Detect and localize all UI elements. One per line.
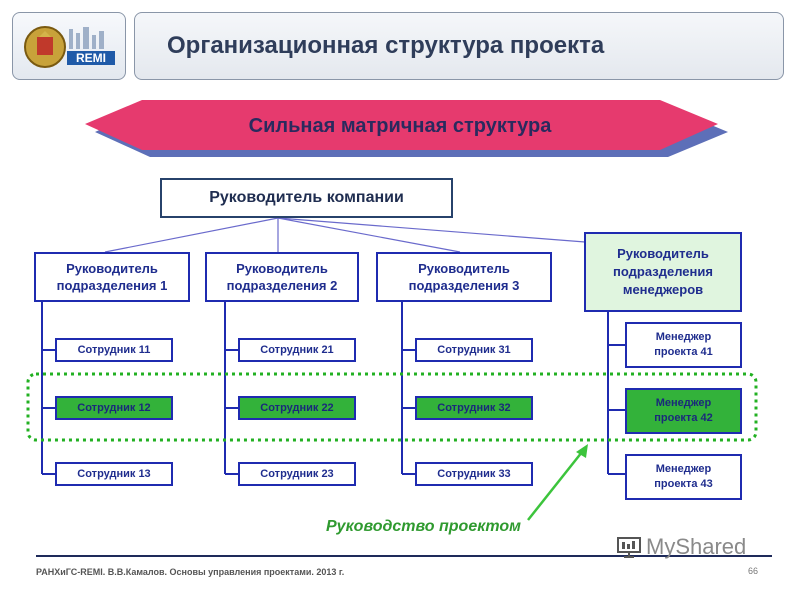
employee-21: Сотрудник 21 — [238, 338, 356, 362]
employee-33: Сотрудник 33 — [415, 462, 533, 486]
arrow-head-icon — [576, 444, 588, 458]
pm-42-line1: Менеджер — [655, 397, 712, 409]
dept-head-1-line1: Руководитель — [66, 261, 158, 276]
employee-22: Сотрудник 22 — [238, 396, 356, 420]
managers-dept-head: Руководитель подразделения менеджеров — [584, 232, 742, 312]
dept-head-3-line1: Руководитель — [418, 261, 510, 276]
company-head-label: Руководитель компании — [209, 189, 404, 206]
employee-31: Сотрудник 31 — [415, 338, 533, 362]
company-head-box: Руководитель компании — [160, 178, 453, 218]
employee-23: Сотрудник 23 — [238, 462, 356, 486]
presentation-icon — [617, 537, 641, 558]
logo: REMI — [12, 12, 126, 80]
managers-head-line1: Руководитель — [617, 246, 709, 261]
banner-shape — [85, 100, 718, 150]
dept-head-2-line2: подразделения 2 — [226, 278, 338, 293]
title-bar: Организационная структура проекта — [134, 12, 784, 80]
project-manager-41: Менеджер проекта 41 — [625, 322, 742, 368]
project-manager-42: Менеджер проекта 42 — [625, 388, 742, 434]
project-dotted-outline — [26, 372, 758, 442]
dept-head-2-line1: Руководитель — [236, 261, 328, 276]
managers-head-line3: менеджеров — [622, 282, 704, 297]
page-title: Организационная структура проекта — [167, 32, 605, 59]
footer-text: РАНХиГС-REMI. В.В.Камалов. Основы управл… — [36, 567, 345, 577]
managers-head-line2: подразделения — [613, 264, 713, 279]
page-number: 66 — [747, 566, 758, 576]
dept-head-2: Руководитель подразделения 2 — [205, 252, 359, 302]
employee-11: Сотрудник 11 — [55, 338, 173, 362]
employee-12: Сотрудник 12 — [55, 396, 173, 420]
remi-logo-icon: REMI — [24, 26, 115, 68]
watermark-text: MyShared — [646, 534, 747, 559]
dept-head-3-line2: подразделения 3 — [408, 278, 520, 293]
employee-32: Сотрудник 32 — [415, 396, 533, 420]
pm-43-line1: Менеджер — [655, 463, 712, 475]
employee-13: Сотрудник 13 — [55, 462, 173, 486]
structure-type-label: Сильная матричная структура — [248, 114, 552, 137]
project-manager-43: Менеджер проекта 43 — [625, 454, 742, 500]
dept-head-1: Руководитель подразделения 1 — [34, 252, 190, 302]
project-management-label: Руководство проектом — [326, 518, 521, 535]
watermark: MyShared — [616, 534, 776, 560]
dept-head-3: Руководитель подразделения 3 — [376, 252, 552, 302]
pm-41-line2: проекта 41 — [654, 346, 713, 358]
pm-42-line2: проекта 42 — [654, 412, 713, 424]
pm-41-line1: Менеджер — [655, 331, 712, 343]
logo-text: REMI — [76, 51, 106, 65]
dept-head-1-line2: подразделения 1 — [56, 278, 168, 293]
pm-43-line2: проекта 43 — [654, 478, 713, 490]
